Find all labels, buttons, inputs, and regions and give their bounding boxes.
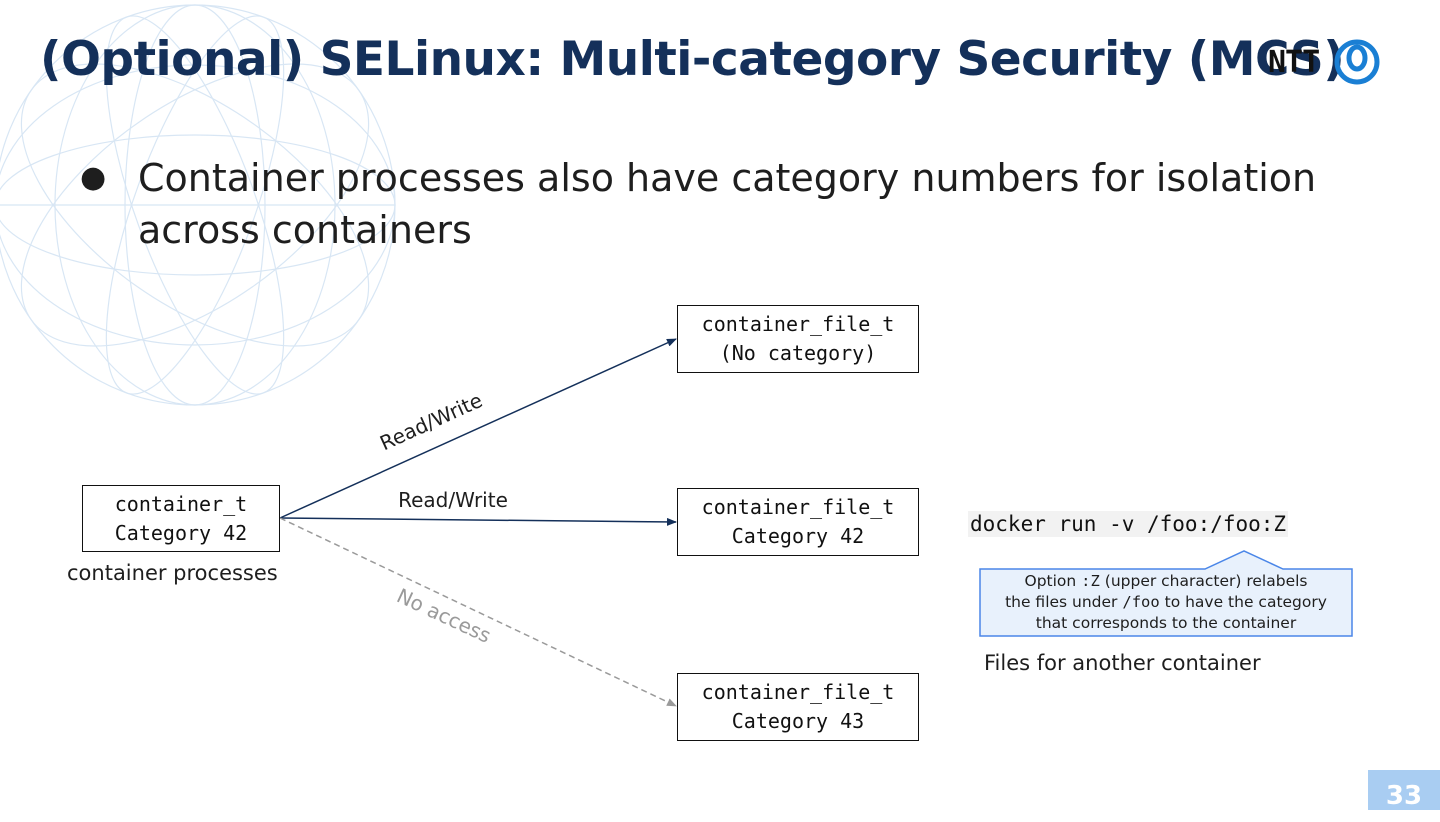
callout-text: Option :Z (upper character) relabels the… xyxy=(980,571,1352,634)
callout-line-3: that corresponds to the container xyxy=(1035,614,1297,632)
edge-label-noaccess: No access xyxy=(393,583,495,647)
target-box-nocategory: container_file_t (No category) xyxy=(677,305,919,373)
target-2-line-2: Category 42 xyxy=(731,524,865,548)
page-number-badge: 33 xyxy=(1368,770,1440,811)
logo-text: NTT xyxy=(1268,44,1320,80)
bullet-line-1: Container processes also have category n… xyxy=(138,156,1317,200)
edge-label-readwrite-straight: Read/Write xyxy=(398,488,508,512)
ntt-logo-icon xyxy=(1334,39,1380,85)
edge-label-readwrite-diagonal: Read/Write xyxy=(376,388,486,455)
bullet-icon: ● xyxy=(80,160,107,195)
side-caption: Files for another container xyxy=(984,651,1261,675)
slide-title: (Optional) SELinux: Multi-category Secur… xyxy=(40,32,1345,87)
target-2-line-1: container_file_t xyxy=(701,495,895,519)
callout-shape xyxy=(979,550,1353,637)
target-3-line-1: container_file_t xyxy=(701,680,895,704)
edge-noaccess-category43 xyxy=(279,517,677,707)
source-line-1: container_t xyxy=(114,491,248,516)
edge-readwrite-nocategory xyxy=(279,338,677,519)
bullet-text: Container processes also have category n… xyxy=(138,152,1316,256)
docker-command: docker run -v /foo:/foo:Z xyxy=(968,511,1289,537)
edge-readwrite-category42 xyxy=(279,517,677,526)
callout-line-2: the files under /foo to have the categor… xyxy=(1005,593,1327,611)
target-1-line-2: (No category) xyxy=(719,341,877,365)
target-3-line-2: Category 43 xyxy=(731,709,865,733)
target-1-line-1: container_file_t xyxy=(701,312,895,336)
bullet-line-2: across containers xyxy=(138,208,472,252)
ntt-logo: NTT xyxy=(1268,38,1381,86)
bullet-point: ● Container processes also have category… xyxy=(80,152,1340,256)
target-box-category43: container_file_t Category 43 xyxy=(677,673,919,741)
callout-line-1: Option :Z (upper character) relabels xyxy=(1024,572,1308,590)
target-box-category42: container_file_t Category 42 xyxy=(677,488,919,556)
globe-watermark xyxy=(0,4,396,406)
option-z-code: :Z xyxy=(1081,572,1100,590)
source-caption: container processes xyxy=(67,561,278,585)
path-foo-code: /foo xyxy=(1122,593,1160,611)
source-box-container-t: container_t Category 42 xyxy=(82,485,280,552)
source-line-2: Category 42 xyxy=(114,520,248,545)
